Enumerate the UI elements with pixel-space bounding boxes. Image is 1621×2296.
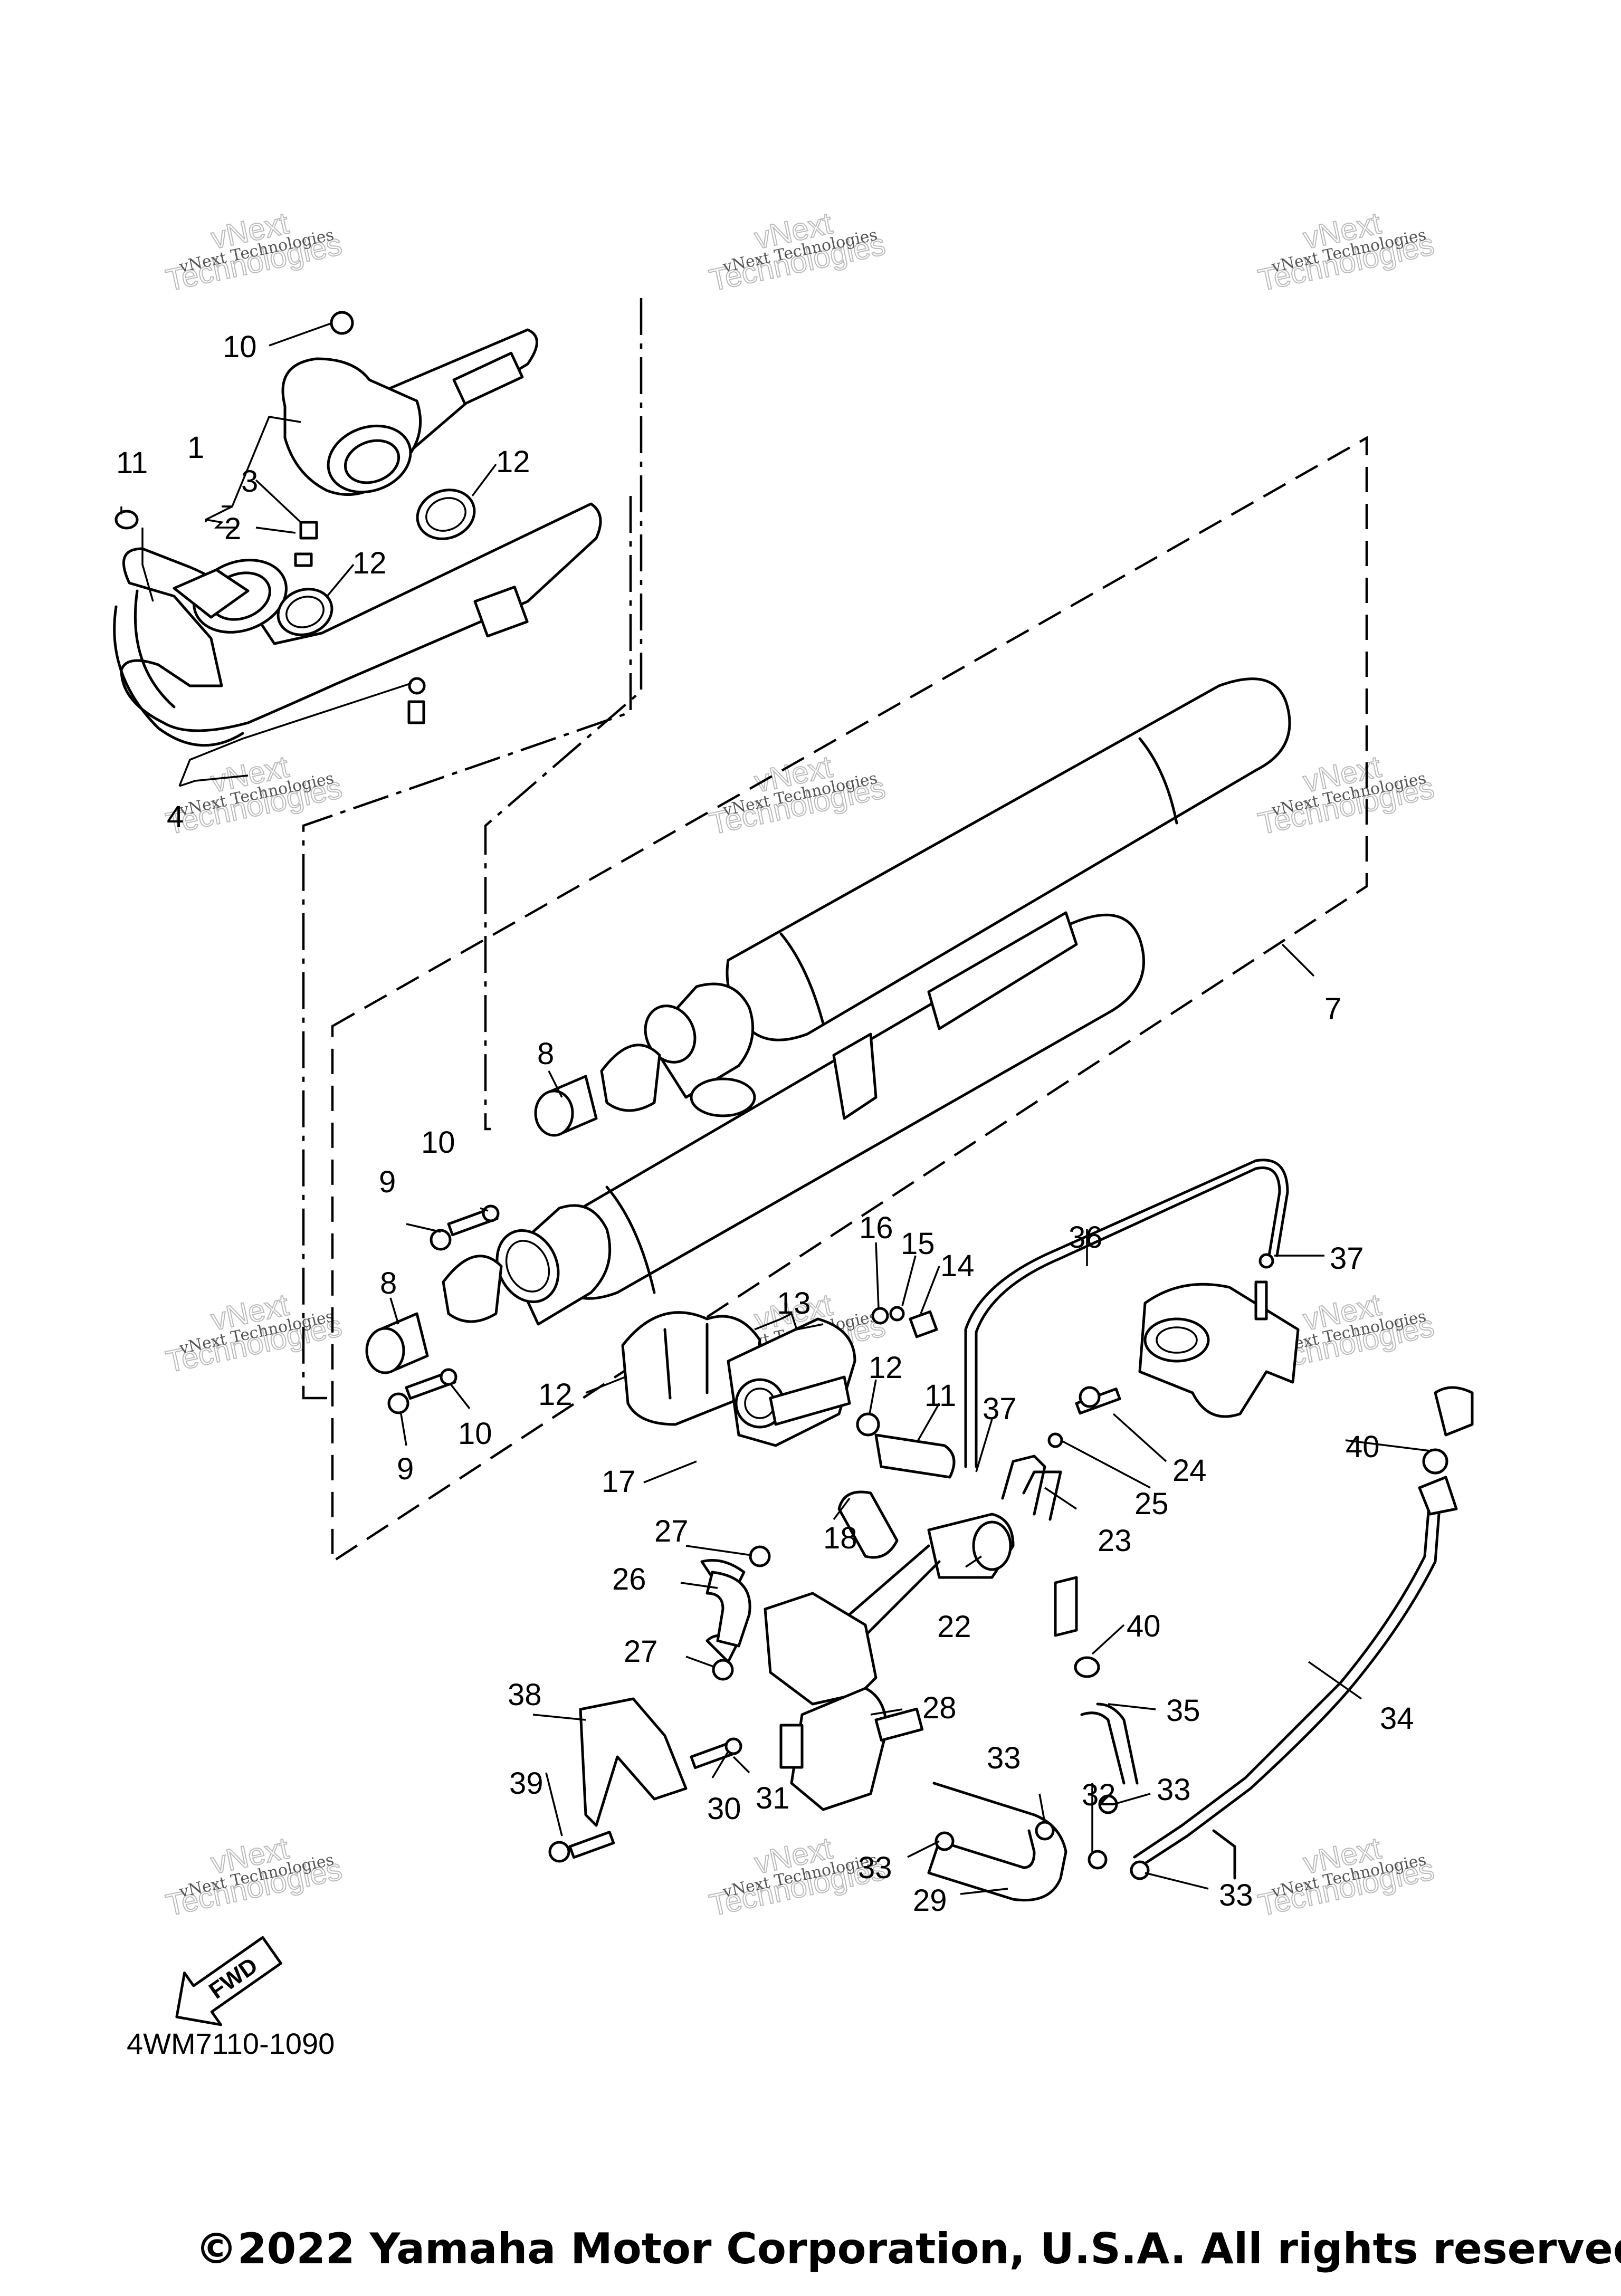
callout-33: 33	[858, 1851, 892, 1885]
small-parts-17-19	[856, 1306, 938, 1437]
callout-29: 30	[707, 1792, 741, 1826]
hose-35-40	[1054, 1576, 1139, 1870]
callout-17: 14	[940, 1249, 975, 1283]
callout-8: 8	[380, 1266, 397, 1300]
callout-34: 34	[1380, 1701, 1414, 1736]
callout-18: 15	[901, 1227, 935, 1261]
intake-joint	[1138, 1280, 1300, 1418]
callout-16: 13	[777, 1286, 811, 1321]
callout-14: 12	[869, 1351, 903, 1385]
callout-26: 26	[612, 1562, 646, 1596]
callout-27: 27	[654, 1514, 689, 1548]
callout-9: 9	[397, 1452, 414, 1486]
callout-10: 10	[421, 1125, 455, 1160]
callout-9: 9	[379, 1165, 396, 1199]
watermark: Technologies vNext vNext Technologies	[1255, 205, 1438, 298]
diagram-code: 4WM7110-1090	[127, 2027, 335, 2060]
callout-27: 27	[624, 1634, 658, 1669]
callout-37: 37	[1330, 1241, 1364, 1276]
callout-33: 33	[1157, 1773, 1191, 1807]
watermark: Technologies vNext vNext Technologies	[1255, 1830, 1438, 1923]
pump-28	[700, 1559, 924, 1811]
valve-bracket-16	[727, 1317, 856, 1447]
callout-37: 37	[983, 1392, 1017, 1426]
callout-12: 12	[496, 445, 530, 479]
callout-40: 40	[1127, 1609, 1161, 1643]
exhaust-pipe-rear	[281, 311, 538, 496]
callout-19: 16	[859, 1211, 893, 1245]
callout-30: 31	[756, 1781, 790, 1815]
callout-33: 33	[1219, 1878, 1253, 1912]
fwd-arrow-icon: FWD	[175, 1936, 282, 2026]
callout-40: 40	[1346, 1430, 1380, 1464]
actuator-cover-15	[621, 1311, 761, 1426]
callout-11: 11	[116, 446, 148, 480]
hoses-32-34	[927, 1386, 1474, 1902]
watermark: Technologies vNext vNext Technologies	[163, 205, 346, 298]
small-fasteners-top	[294, 521, 426, 724]
callout-15: 12	[538, 1377, 573, 1412]
callout-36: 36	[1069, 1220, 1103, 1255]
muffler-clamps	[442, 1044, 661, 1323]
watermark: Technologies vNext vNext Technologies	[163, 1287, 346, 1380]
valve-22	[848, 1513, 1015, 1637]
callout-3: 3	[241, 464, 258, 499]
muffler-gaskets-8	[365, 1075, 598, 1374]
watermark: Technologies vNext vNext Technologies	[163, 1830, 346, 1923]
frame-front-header	[302, 496, 632, 1400]
callout-12: 12	[352, 546, 387, 580]
callout-10: 10	[458, 1417, 492, 1451]
callout-28: 28	[922, 1691, 957, 1725]
exhaust-pipe-front	[113, 502, 602, 747]
bracket-38	[548, 1697, 742, 1863]
hose-26	[705, 1571, 751, 1648]
callout-35: 35	[1166, 1694, 1200, 1728]
group-frames	[302, 298, 1368, 1564]
watermark: Technologies vNext vNext Technologies	[706, 749, 889, 841]
callout-32: 29	[913, 1883, 947, 1918]
callouts: 10 1 3 2 11 12 12 4 7 8 10 9 8 9 10 36 3…	[116, 330, 1414, 1918]
hoses-13-21	[837, 1433, 956, 1559]
frame-muffler-assembly	[331, 436, 1368, 1564]
watermark: Technologies vNext vNext Technologies	[706, 205, 889, 298]
callout-7: 7	[1324, 992, 1341, 1026]
leader-lines	[120, 322, 1431, 1895]
muffler-upper	[644, 677, 1291, 1099]
callout-11: 10	[223, 330, 257, 364]
callout-31: 32	[1082, 1778, 1116, 1812]
callout-8: 8	[537, 1037, 554, 1071]
callout-13: 11	[924, 1379, 956, 1413]
gaskets-12	[276, 489, 476, 636]
callout-1: 1	[187, 430, 204, 465]
callout-25: 25	[1134, 1487, 1169, 1521]
callout-33: 33	[987, 1741, 1021, 1775]
watermark: Technologies vNext vNext Technologies	[163, 749, 346, 841]
bolts-9-10	[387, 1204, 500, 1414]
frame-rear-header	[484, 298, 643, 1131]
copyright-notice: ©2022 Yamaha Motor Corporation, U.S.A. A…	[195, 2224, 1621, 2273]
callout-22: 22	[937, 1610, 971, 1644]
bracket-23-25	[1001, 1386, 1121, 1521]
callout-2: 2	[224, 512, 241, 546]
callout-38: 38	[508, 1678, 542, 1712]
muffler-bracket	[690, 911, 1078, 1120]
callout-39: 39	[509, 1766, 543, 1801]
callout-21: 18	[823, 1521, 857, 1555]
callout-4: 4	[167, 800, 184, 834]
callout-20: 17	[602, 1465, 636, 1499]
callout-24: 24	[1172, 1453, 1207, 1488]
callout-23: 23	[1098, 1524, 1132, 1558]
pipe-36	[964, 1159, 1289, 1468]
